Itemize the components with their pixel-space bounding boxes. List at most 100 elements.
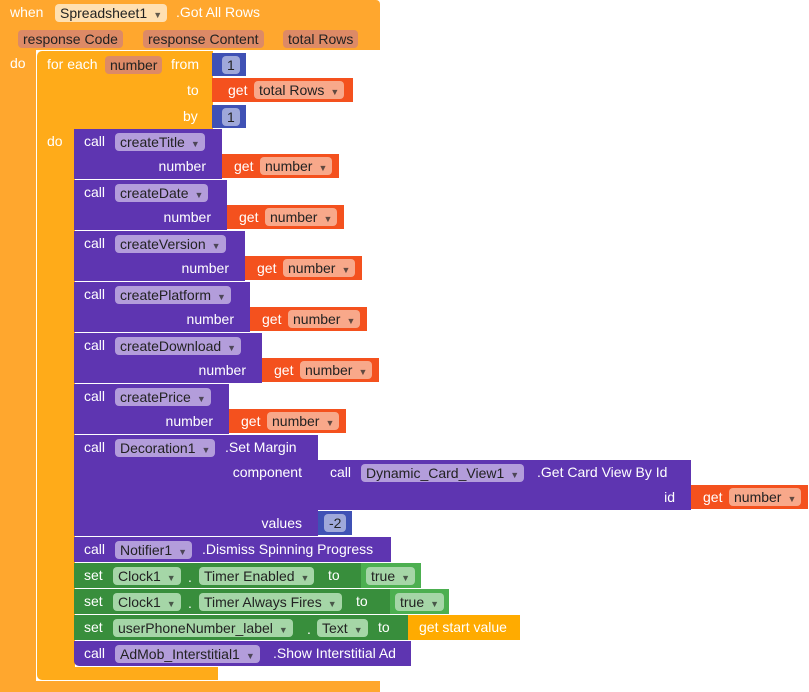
component-dropdown[interactable]: Clock1▼ <box>113 567 181 585</box>
by-value[interactable]: 1 <box>222 108 240 126</box>
call-label: call <box>84 439 106 455</box>
component-dropdown[interactable]: userPhoneNumber_label▼ <box>113 619 293 637</box>
when-label: when <box>10 4 44 20</box>
procedure-dropdown[interactable]: createTitle▼ <box>115 133 205 151</box>
call-procedure-block[interactable]: call createPrice▼ number <box>74 384 229 434</box>
arg-label: number <box>165 413 213 429</box>
values-number-block[interactable]: -2 <box>318 511 352 535</box>
set-label: set <box>84 567 103 583</box>
event-block-got-all-rows[interactable]: when Spreadsheet1▼ .Got All Rows respons… <box>0 0 380 50</box>
component-dropdown[interactable]: AdMob_Interstitial1 ▼ <box>115 645 260 663</box>
component-name: Dynamic_Card_View1 <box>366 465 505 481</box>
variable-name: number <box>734 489 782 505</box>
to-label: to <box>356 593 368 609</box>
dropdown-arrow-icon: ▼ <box>327 599 337 609</box>
variable-dropdown[interactable]: number▼ <box>267 412 340 430</box>
get-label: get <box>234 158 254 174</box>
call-procedure-block[interactable]: call createVersion▼ number <box>74 231 245 281</box>
call-procedure-block[interactable]: call createDownload▼ number <box>74 333 262 383</box>
boolean-value: true <box>400 594 425 610</box>
dropdown-arrow-icon: ▼ <box>325 418 335 428</box>
component-dropdown[interactable]: Dynamic_Card_View1▼ <box>361 464 525 482</box>
variable-dropdown[interactable]: number▼ <box>288 310 361 328</box>
get-label: get <box>262 311 282 327</box>
method-name: .Dismiss Spinning Progress <box>202 541 374 557</box>
procedure-dropdown[interactable]: createPlatform▼ <box>115 286 231 304</box>
property-dropdown[interactable]: Timer Enabled ▼ <box>199 567 315 585</box>
property-dropdown[interactable]: Text▼ <box>317 619 368 637</box>
method-name: .Show Interstitial Ad <box>273 645 396 661</box>
boolean-dropdown[interactable]: true▼ <box>366 567 416 585</box>
get-card-view-block[interactable]: call Dynamic_Card_View1▼ .Get Card View … <box>318 460 691 510</box>
property-dropdown[interactable]: Timer Always Fires▼ <box>199 593 342 611</box>
property-name: Timer Enabled <box>204 568 295 584</box>
for-each-spine <box>36 128 75 668</box>
call-procedure-block[interactable]: call createPlatform▼ number <box>74 282 250 332</box>
component-arg-label: component <box>232 464 302 480</box>
component-dropdown[interactable]: Decoration1▼ <box>115 439 216 457</box>
values-value[interactable]: -2 <box>324 514 347 532</box>
variable-dropdown[interactable]: number▼ <box>729 488 802 506</box>
param-response-content[interactable]: response Content <box>143 30 264 48</box>
dropdown-arrow-icon: ▼ <box>323 214 333 224</box>
set-timer-enabled-block[interactable]: set Clock1▼ . Timer Enabled▼ to <box>74 563 361 588</box>
get-number-block[interactable]: get number▼ <box>227 205 344 229</box>
loop-variable[interactable]: number <box>105 56 163 74</box>
component-dropdown[interactable]: Notifier1▼ <box>115 541 193 559</box>
param-total-rows[interactable]: total Rows <box>283 30 359 48</box>
by-number-block[interactable]: 1 <box>212 105 246 128</box>
procedure-dropdown[interactable]: createDate▼ <box>115 184 209 202</box>
method-name: .Get Card View By Id <box>537 464 668 480</box>
show-interstitial-ad-block[interactable]: call AdMob_Interstitial1 ▼ .Show Intersti… <box>74 641 411 666</box>
get-number-block[interactable]: get number▼ <box>229 409 346 433</box>
get-number-block[interactable]: get number▼ <box>222 154 339 178</box>
procedure-dropdown[interactable]: createPrice▼ <box>115 388 211 406</box>
get-number-block[interactable]: get number▼ <box>250 307 367 331</box>
set-label-text-block[interactable]: set userPhoneNumber_label▼ . Text▼ to <box>74 615 408 640</box>
variable-dropdown[interactable]: number▼ <box>300 361 373 379</box>
call-label: call <box>84 235 106 251</box>
call-procedure-block[interactable]: call createTitle▼ number <box>74 129 222 179</box>
dropdown-arrow-icon: ▼ <box>300 573 310 583</box>
variable-dropdown[interactable]: number▼ <box>260 157 333 175</box>
dropdown-arrow-icon: ▼ <box>227 343 237 353</box>
dropdown-arrow-icon: ▼ <box>211 241 221 251</box>
component-name: AdMob_Interstitial1 <box>120 646 240 662</box>
get-number-block[interactable]: get number▼ <box>245 256 362 280</box>
true-block[interactable]: true▼ <box>390 589 449 614</box>
dropdown-arrow-icon: ▼ <box>217 292 226 302</box>
param-response-code[interactable]: response Code <box>18 30 123 48</box>
get-start-value-block[interactable]: get start value <box>408 615 520 640</box>
from-number-block[interactable]: 1 <box>212 53 246 76</box>
dismiss-spinning-progress-block[interactable]: call Notifier1▼ .Dismiss Spinning Progre… <box>74 537 391 562</box>
variable-dropdown[interactable]: number▼ <box>265 208 338 226</box>
set-timer-always-fires-block[interactable]: set Clock1▼ . Timer Always Fires▼ to <box>74 589 390 614</box>
for-each-bottom <box>36 667 218 681</box>
from-value[interactable]: 1 <box>222 56 240 74</box>
arg-label: number <box>158 158 206 174</box>
boolean-dropdown[interactable]: true▼ <box>395 593 445 611</box>
true-block[interactable]: true▼ <box>361 563 421 588</box>
component-dropdown[interactable]: Spreadsheet1▼ <box>55 4 168 22</box>
get-number-block[interactable]: get number▼ <box>262 358 379 382</box>
call-label: call <box>84 645 106 661</box>
variable-dropdown[interactable]: number▼ <box>283 259 356 277</box>
component-dropdown[interactable]: Clock1▼ <box>113 593 181 611</box>
procedure-dropdown[interactable]: createDownload ▼ <box>115 337 242 355</box>
call-procedure-block[interactable]: call createDate▼ number <box>74 180 227 230</box>
get-label: get <box>274 362 294 378</box>
procedure-name: createDownload <box>120 338 222 354</box>
dropdown-arrow-icon: ▼ <box>358 367 368 377</box>
variable-dropdown[interactable]: total Rows▼ <box>254 81 345 99</box>
component-name: Clock1 <box>118 594 161 610</box>
variable-name: number <box>265 158 313 174</box>
for-each-block[interactable]: for each number from to by <box>36 50 213 129</box>
dropdown-arrow-icon: ▼ <box>330 87 340 97</box>
set-label: set <box>84 593 103 609</box>
dropdown-arrow-icon: ▼ <box>245 651 255 661</box>
dot-label: . <box>188 569 192 585</box>
procedure-dropdown[interactable]: createVersion▼ <box>115 235 226 253</box>
set-margin-block[interactable]: call Decoration1▼ .Set Margin component … <box>74 435 318 536</box>
